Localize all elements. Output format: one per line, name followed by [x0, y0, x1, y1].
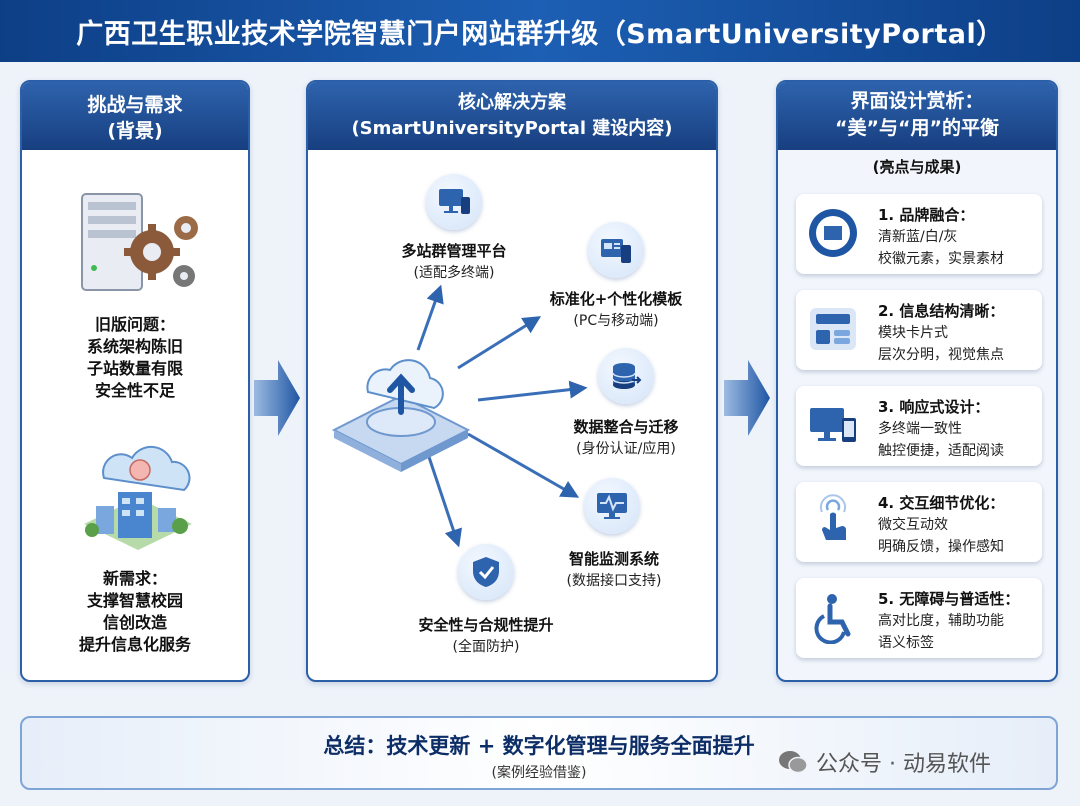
node-title-data: 数据整合与迁移	[573, 418, 679, 436]
solution-subtitle: (SmartUniversityPortal 建设内容)	[351, 118, 673, 139]
challenges-subtitle: (背景)	[107, 120, 163, 142]
old-issues: 旧版问题： 系统架构陈旧 子站数量有限 安全性不足	[86, 315, 183, 400]
node-sub-monitoring: (数据接口支持)	[566, 573, 662, 589]
node-sub-data: (身份认证/应用)	[576, 441, 676, 457]
solution-header: 核心解决方案 (SmartUniversityPortal 建设内容)	[308, 82, 716, 150]
challenges-panel: 挑战与需求 (背景) 旧版问题： 系统架构陈旧 子站数量有限 安全性	[20, 80, 250, 682]
summary-subtext: (案例经验借鉴)	[491, 765, 587, 781]
node-title-multisite: 多站群管理平台	[401, 242, 507, 260]
challenges-title: 挑战与需求	[87, 94, 183, 116]
design-card: 1. 品牌融合： 清新蓝/白/灰 校徽元素，实景素材	[796, 194, 1042, 274]
smart-campus-icon	[84, 445, 192, 550]
school-emblem-icon	[809, 209, 857, 257]
summary-banner: 总结：技术更新 + 数字化管理与服务全面提升 (案例经验借鉴)	[20, 716, 1058, 790]
monitor-icon	[584, 478, 640, 534]
shield-icon	[458, 544, 514, 600]
design-panel: 界面设计赏析： “美”与“用”的平衡 (亮点与成果) 1. 品牌融合： 清新蓝/…	[776, 80, 1058, 682]
card-layout-icon	[810, 308, 856, 350]
responsive-icon	[810, 408, 856, 442]
node-sub-multisite: (适配多终端)	[413, 265, 495, 281]
devices-icon	[426, 174, 482, 230]
design-card: 5. 无障碍与普适性： 高对比度，辅助功能 语义标签	[796, 578, 1042, 658]
summary-text: 总结：技术更新 + 数字化管理与服务全面提升	[323, 734, 755, 758]
arrow-right-icon	[724, 360, 770, 436]
server-gears-icon	[81, 193, 198, 291]
node-title-monitoring: 智能监测系统	[568, 550, 659, 568]
touch-icon	[820, 494, 846, 540]
wechat-icon	[779, 751, 808, 774]
cloud-upload-icon	[331, 359, 471, 472]
page-title: 广西卫生职业技术学院智慧门户网站群升级（SmartUniversityPorta…	[0, 0, 1080, 62]
node-title-security: 安全性与合规性提升	[418, 616, 554, 634]
template-icon	[588, 222, 644, 278]
design-header: 界面设计赏析： “美”与“用”的平衡	[778, 82, 1056, 150]
arrow-right-icon	[254, 360, 300, 436]
challenges-header: 挑战与需求 (背景)	[22, 82, 248, 150]
solution-title: 核心解决方案	[458, 92, 566, 113]
solution-panel: 核心解决方案 (SmartUniversityPortal 建设内容) 多站群管…	[306, 80, 718, 682]
design-card: 3. 响应式设计： 多终端一致性 触控便捷，适配阅读	[796, 386, 1042, 466]
accessibility-icon	[814, 594, 851, 644]
design-subtitle: “美”与“用”的平衡	[835, 117, 999, 139]
node-title-templates: 标准化+个性化模板	[549, 290, 683, 308]
design-title: 界面设计赏析：	[850, 90, 984, 112]
connector-arrows	[416, 284, 588, 548]
new-needs: 新需求： 支撑智慧校园 信创改造 提升信息化服务	[78, 569, 191, 654]
database-icon	[598, 348, 654, 404]
design-highlights-label: (亮点与成果)	[872, 158, 962, 176]
watermark: 公众号 · 动易软件	[778, 746, 991, 778]
design-card: 2. 信息结构清晰： 模块卡片式 层次分明，视觉焦点	[796, 290, 1042, 370]
design-card: 4. 交互细节优化： 微交互动效 明确反馈，操作感知	[796, 482, 1042, 562]
node-sub-templates: (PC与移动端)	[573, 313, 659, 329]
node-sub-security: (全面防护)	[452, 639, 520, 655]
